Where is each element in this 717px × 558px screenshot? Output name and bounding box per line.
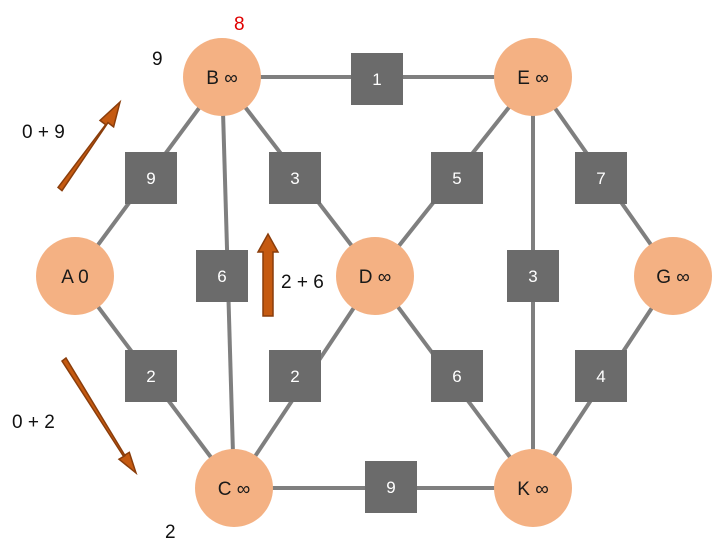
weight-box — [269, 152, 321, 204]
node-g-label: G ∞ — [656, 267, 690, 288]
node-b-label: B ∞ — [206, 68, 238, 89]
node-d: D ∞ — [336, 237, 414, 315]
c-distance: 2 — [165, 522, 176, 543]
node-g: G ∞ — [634, 237, 712, 315]
node-a-label: A 0 — [61, 267, 88, 288]
annotation-c-to-b: 2 + 6 — [281, 272, 324, 293]
edge-weights: 9 2 6 3 1 2 9 5 — [125, 53, 627, 513]
weight-label: 9 — [386, 478, 395, 497]
weight-label: 3 — [528, 267, 537, 286]
weight-b-d: 3 — [269, 152, 321, 204]
annotations: 0 + 9 0 + 2 2 + 6 9 8 2 — [12, 14, 324, 543]
weight-box — [431, 152, 483, 204]
weight-label: 2 — [146, 367, 155, 386]
weight-label: 6 — [452, 367, 461, 386]
node-b: B ∞ — [183, 38, 261, 116]
node-g-circle — [634, 237, 712, 315]
node-c-circle — [195, 449, 273, 527]
node-k: K ∞ — [494, 449, 572, 527]
annotation-a-to-b: 0 + 9 — [22, 122, 65, 143]
weight-g-k: 4 — [575, 350, 627, 402]
weight-d-e: 5 — [431, 152, 483, 204]
weight-label: 2 — [290, 367, 299, 386]
weight-label: 1 — [372, 70, 381, 89]
node-c-label: C ∞ — [218, 479, 251, 500]
node-b-circle — [183, 38, 261, 116]
weight-d-k: 6 — [431, 350, 483, 402]
node-k-circle — [494, 449, 572, 527]
node-e-label: E ∞ — [517, 68, 549, 89]
weight-box — [575, 350, 627, 402]
weight-a-b: 9 — [125, 152, 177, 204]
arrow-a-to-b-icon — [56, 99, 122, 192]
weight-label: 9 — [146, 169, 155, 188]
weight-box — [507, 250, 559, 302]
weight-box — [125, 350, 177, 402]
node-e-circle — [494, 38, 572, 116]
node-e: E ∞ — [494, 38, 572, 116]
weight-box — [125, 152, 177, 204]
weight-e-g: 7 — [575, 152, 627, 204]
weight-a-c: 2 — [125, 350, 177, 402]
node-a: A 0 — [36, 237, 114, 315]
weight-box — [365, 461, 417, 513]
weight-box — [351, 53, 403, 105]
node-a-circle — [36, 237, 114, 315]
weight-b-e: 1 — [351, 53, 403, 105]
weight-c-d: 2 — [269, 350, 321, 402]
arrow-a-to-c-icon — [60, 356, 138, 476]
weight-c-k: 9 — [365, 461, 417, 513]
b-old-distance: 9 — [152, 49, 163, 70]
weight-b-c: 6 — [196, 250, 248, 302]
relaxation-arrows — [56, 99, 280, 476]
b-new-distance: 8 — [234, 14, 245, 35]
weight-box — [431, 350, 483, 402]
weight-label: 5 — [452, 169, 461, 188]
weight-label: 6 — [217, 267, 226, 286]
node-c: C ∞ — [195, 449, 273, 527]
arrow-c-to-b-icon — [256, 232, 280, 317]
annotation-a-to-c: 0 + 2 — [12, 412, 55, 433]
nodes: A 0 B ∞ C ∞ D ∞ E ∞ G ∞ K ∞ — [36, 38, 712, 527]
weight-box — [269, 350, 321, 402]
weight-box — [575, 152, 627, 204]
weight-label: 7 — [596, 169, 605, 188]
node-d-circle — [336, 237, 414, 315]
node-k-label: K ∞ — [517, 479, 549, 500]
weight-label: 4 — [596, 367, 605, 386]
weight-e-k: 3 — [507, 250, 559, 302]
weight-label: 3 — [290, 169, 299, 188]
node-d-label: D ∞ — [359, 267, 392, 288]
weight-box — [196, 250, 248, 302]
